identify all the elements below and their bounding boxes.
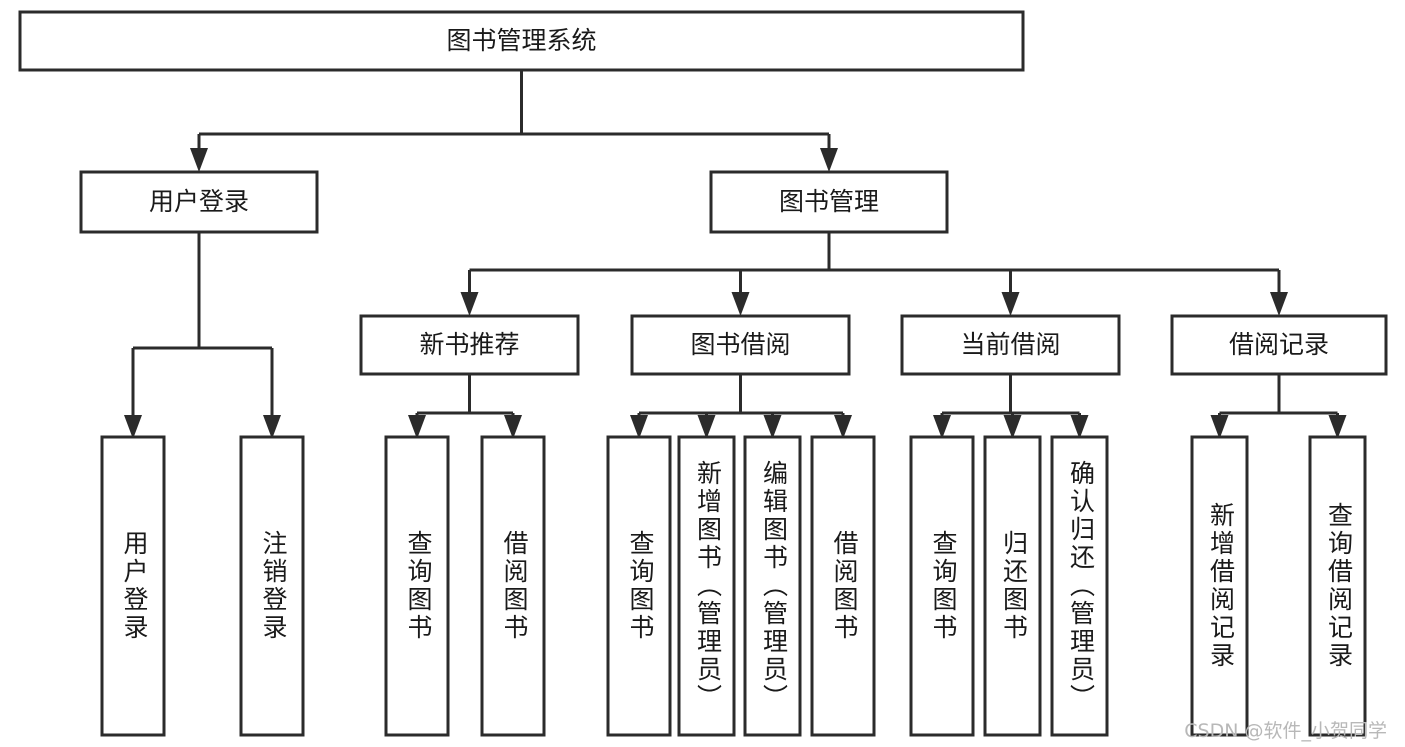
- arrow-head-icon: [763, 415, 782, 439]
- node-leaf-edit-book-admin-label: 编辑图书（管理员）: [760, 460, 789, 712]
- node-leaf-add-book-admin-label: 新增图书（管理员）: [694, 460, 723, 712]
- arrow-head-icon: [504, 415, 522, 439]
- node-leaf-return-book-box[interactable]: [983, 435, 1042, 737]
- node-leaf-borrow-book-box[interactable]: [810, 435, 876, 737]
- node-new-book-recommend-label: 新书推荐: [419, 330, 519, 359]
- node-leaf-query-book-borrow-box[interactable]: [606, 435, 672, 737]
- node-leaf-query-borrow-record-box[interactable]: [1308, 435, 1367, 737]
- node-leaf-query-book-recommend-box[interactable]: [384, 435, 450, 737]
- arrow-head-icon: [820, 148, 838, 172]
- node-leaf-confirm-return-admin-box[interactable]: [1050, 435, 1109, 737]
- node-leaf-add-book-admin-box[interactable]: [677, 435, 736, 737]
- node-leaf-query-book-borrow[interactable]: 查询图书: [606, 435, 672, 737]
- node-leaf-logout-box[interactable]: [239, 435, 305, 737]
- arrow-head-icon: [933, 415, 951, 439]
- node-leaf-user-login-label: 用户登录: [120, 530, 149, 642]
- node-book-borrow[interactable]: 图书借阅: [630, 314, 851, 376]
- node-user-login-label: 用户登录: [149, 187, 249, 216]
- arrow-head-icon: [1210, 415, 1229, 439]
- arrow-head-icon: [263, 415, 281, 439]
- node-system-root[interactable]: 图书管理系统: [18, 10, 1025, 72]
- arrow-head-icon: [1003, 415, 1022, 439]
- node-borrow-record[interactable]: 借阅记录: [1170, 314, 1388, 376]
- node-leaf-query-borrow-record[interactable]: 查询借阅记录: [1308, 435, 1367, 737]
- node-leaf-query-book-current[interactable]: 查询图书: [909, 435, 975, 737]
- node-leaf-query-book-current-label: 查询图书: [929, 530, 958, 642]
- node-leaf-logout-label: 注销登录: [259, 530, 288, 642]
- node-leaf-user-login[interactable]: 用户登录: [100, 435, 166, 737]
- node-leaf-logout[interactable]: 注销登录: [239, 435, 305, 737]
- node-new-book-recommend-box[interactable]: [359, 314, 580, 376]
- arrow-head-icon: [1270, 292, 1288, 316]
- csdn-watermark: CSDN @软件_小贺同学: [1184, 720, 1387, 742]
- node-leaf-user-login-box[interactable]: [100, 435, 166, 737]
- node-leaf-borrow-book[interactable]: 借阅图书: [810, 435, 876, 737]
- node-leaf-add-borrow-record-label: 新增借阅记录: [1207, 502, 1236, 670]
- node-book-management[interactable]: 图书管理: [709, 170, 949, 234]
- node-leaf-query-borrow-record-label: 查询借阅记录: [1325, 502, 1354, 670]
- arrow-head-icon: [1070, 415, 1089, 439]
- arrow-head-icon: [190, 148, 208, 172]
- node-borrow-record-label: 借阅记录: [1229, 330, 1329, 359]
- arrow-head-icon: [697, 415, 716, 439]
- arrow-head-icon: [1001, 292, 1020, 316]
- node-borrow-record-box[interactable]: [1170, 314, 1388, 376]
- node-leaf-add-borrow-record-box[interactable]: [1190, 435, 1249, 737]
- node-leaf-return-book-label: 归还图书: [1000, 530, 1029, 642]
- arrow-head-icon: [834, 415, 852, 439]
- node-leaf-query-book-current-box[interactable]: [909, 435, 975, 737]
- arrow-head-icon: [731, 292, 750, 316]
- node-leaf-borrow-book-recommend[interactable]: 借阅图书: [480, 435, 546, 737]
- node-leaf-borrow-book-label: 借阅图书: [830, 530, 859, 642]
- node-leaf-confirm-return-admin[interactable]: 确认归还（管理员）: [1050, 435, 1109, 737]
- arrow-head-icon: [408, 415, 426, 439]
- node-current-borrow-box[interactable]: [900, 314, 1121, 376]
- node-book-borrow-label: 图书借阅: [690, 330, 790, 359]
- node-leaf-edit-book-admin[interactable]: 编辑图书（管理员）: [743, 435, 802, 737]
- node-leaf-return-book[interactable]: 归还图书: [983, 435, 1042, 737]
- arrow-head-icon: [1328, 415, 1347, 439]
- arrow-head-icon: [124, 415, 142, 439]
- node-leaf-add-book-admin[interactable]: 新增图书（管理员）: [677, 435, 736, 737]
- node-current-borrow-label: 当前借阅: [960, 330, 1060, 359]
- node-leaf-query-book-recommend-label: 查询图书: [404, 530, 433, 642]
- node-current-borrow[interactable]: 当前借阅: [900, 314, 1121, 376]
- node-leaf-add-borrow-record[interactable]: 新增借阅记录: [1190, 435, 1249, 737]
- node-system-root-label: 图书管理系统: [446, 26, 596, 55]
- node-system-root-box[interactable]: [18, 10, 1025, 72]
- node-new-book-recommend[interactable]: 新书推荐: [359, 314, 580, 376]
- arrow-head-icon: [460, 292, 479, 316]
- node-book-borrow-box[interactable]: [630, 314, 851, 376]
- node-leaf-borrow-book-recommend-label: 借阅图书: [500, 530, 529, 642]
- arrow-head-icon: [630, 415, 648, 439]
- node-leaf-borrow-book-recommend-box[interactable]: [480, 435, 546, 737]
- node-user-login[interactable]: 用户登录: [79, 170, 319, 234]
- node-layer: 图书管理系统用户登录图书管理新书推荐图书借阅当前借阅借阅记录用户登录注销登录查询…: [18, 10, 1388, 737]
- node-leaf-query-book-recommend[interactable]: 查询图书: [384, 435, 450, 737]
- connector-layer: [124, 70, 1347, 439]
- node-book-management-label: 图书管理: [779, 187, 879, 216]
- node-leaf-edit-book-admin-box[interactable]: [743, 435, 802, 737]
- node-leaf-query-book-borrow-label: 查询图书: [626, 530, 655, 642]
- node-book-management-box[interactable]: [709, 170, 949, 234]
- node-user-login-box[interactable]: [79, 170, 319, 234]
- node-leaf-confirm-return-admin-label: 确认归还（管理员）: [1067, 460, 1096, 712]
